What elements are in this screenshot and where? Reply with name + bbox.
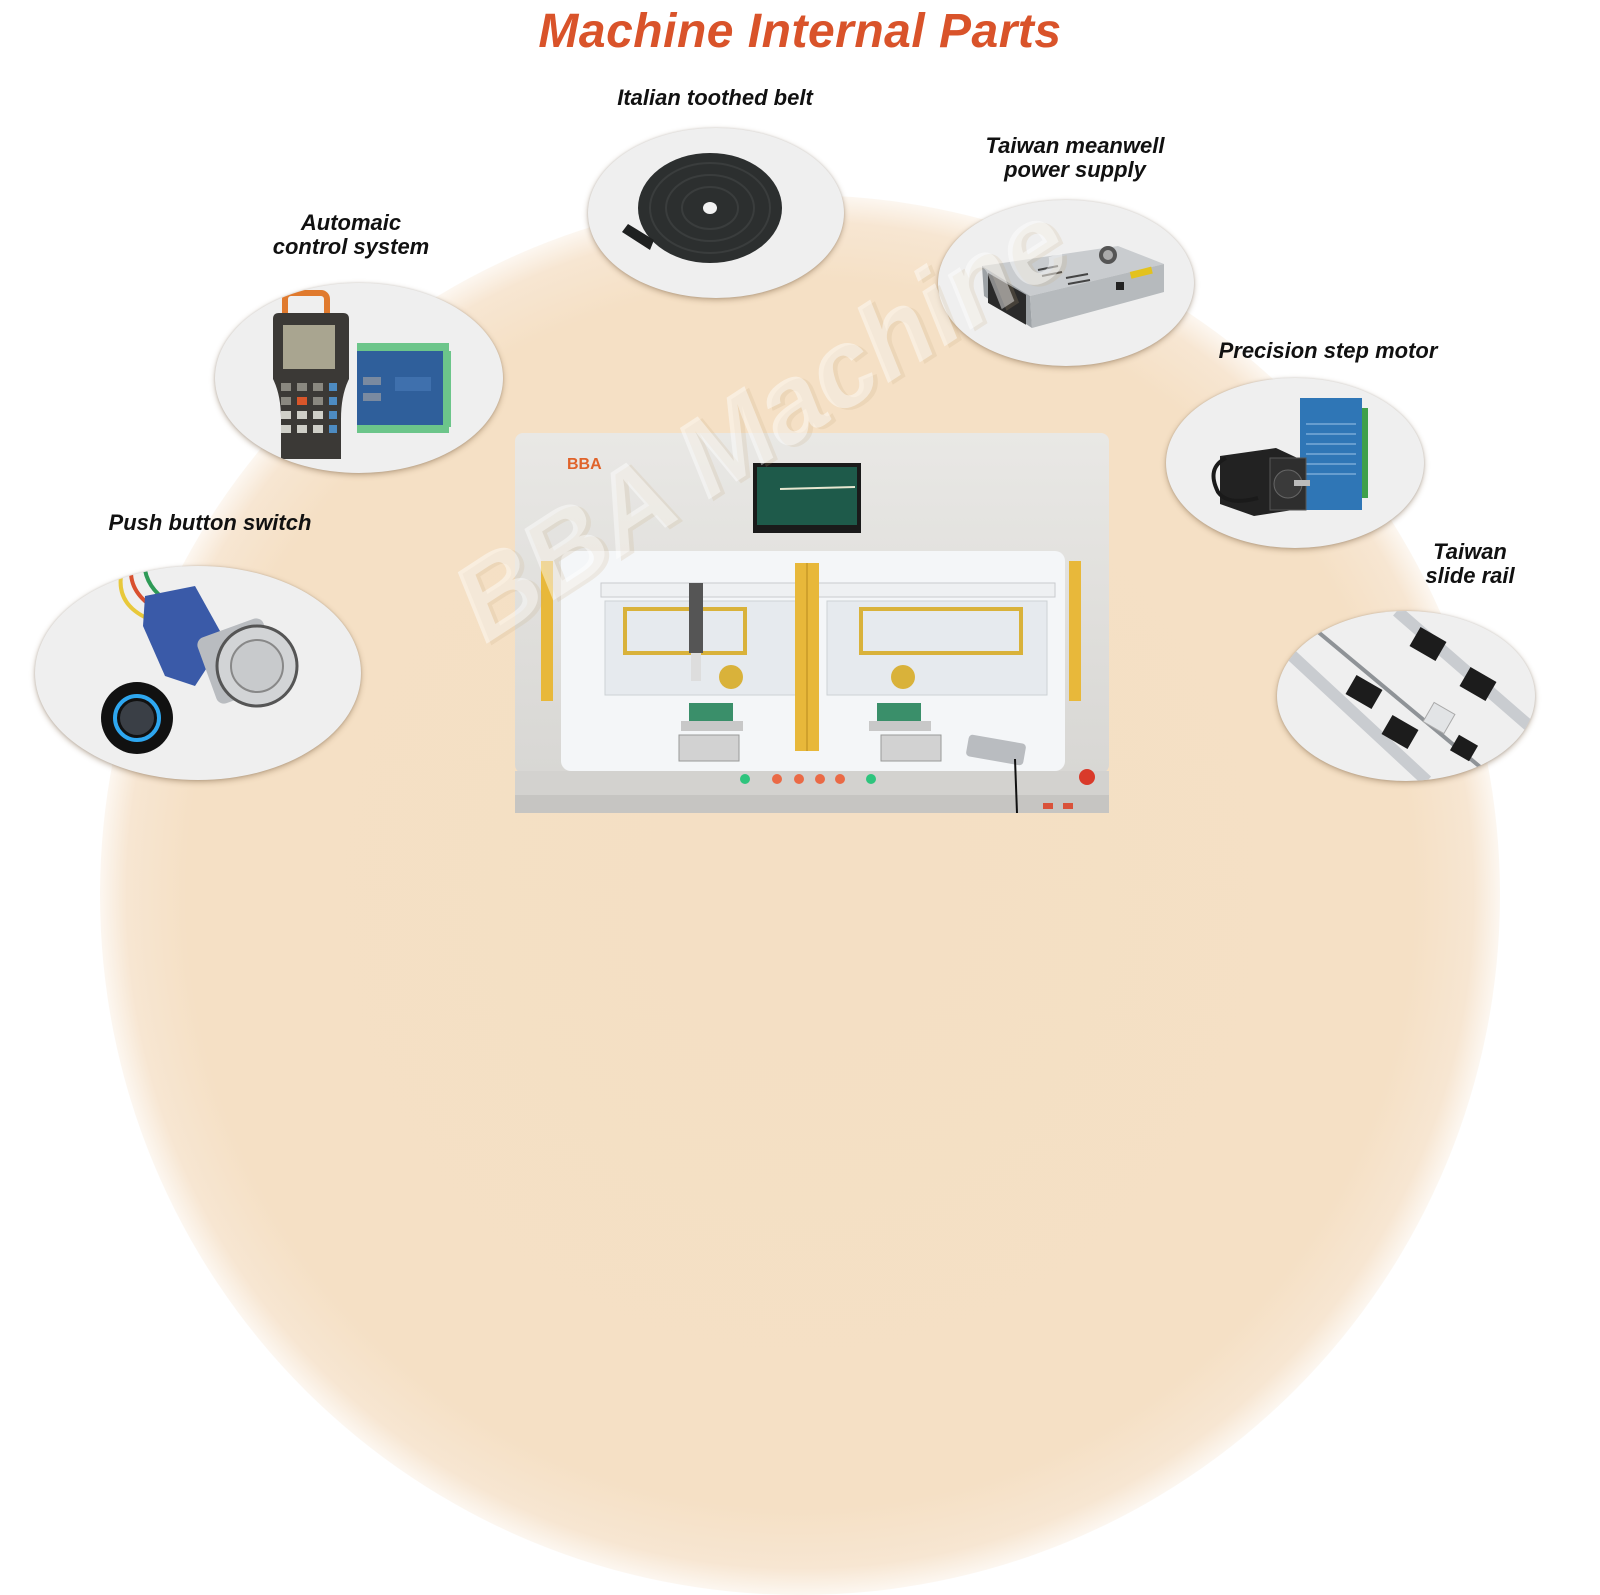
machine-image: BBA [515, 433, 1111, 815]
label-line: Taiwan meanwell [985, 133, 1165, 158]
label-line: power supply [1004, 157, 1146, 182]
push-button-icon [101, 569, 299, 754]
label-slide-rail: Taiwan slide rail [1380, 540, 1560, 588]
image-control-system [215, 283, 503, 473]
label-power-supply: Taiwan meanwell power supply [960, 134, 1190, 182]
label-toothed-belt: Italian toothed belt [617, 85, 813, 110]
image-step-motor [1166, 378, 1424, 548]
toothed-belt-icon [622, 153, 782, 263]
svg-text:BBA: BBA [567, 456, 602, 473]
image-power-supply [938, 200, 1194, 366]
screw-machine-icon: BBA [515, 433, 1109, 814]
power-supply-icon [982, 246, 1164, 328]
page-title: Machine Internal Parts [538, 5, 1062, 58]
label-step-motor: Precision step motor [1218, 338, 1438, 363]
image-slide-rail [1277, 611, 1535, 781]
label-push-button: Push button switch [108, 510, 312, 535]
label-line: Taiwan [1433, 539, 1507, 564]
label-line: slide rail [1425, 563, 1515, 588]
step-motor-icon [1211, 398, 1368, 516]
label-control-system: Automaic control system [236, 211, 466, 259]
label-line: Automaic [300, 210, 402, 235]
slide-rail-icon [1282, 611, 1535, 781]
image-toothed-belt [588, 128, 844, 298]
label-line: control system [272, 234, 430, 259]
image-push-button [35, 566, 361, 780]
control-system-icon [267, 290, 451, 459]
